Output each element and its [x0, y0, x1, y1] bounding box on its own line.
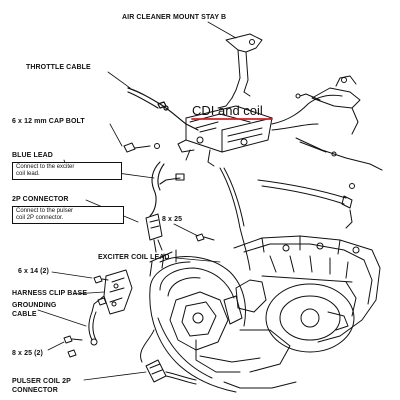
note-blue-lead-line-2: coil lead.: [16, 171, 40, 177]
note-blue-lead-line-1: Connect to the exciter: [16, 164, 75, 170]
label-bolt-8x25: 8 x 25: [162, 216, 183, 223]
label-blue-lead: BLUE LEAD: [12, 152, 53, 159]
label-pulser-coil-line-1: PULSER COIL 2P: [12, 378, 71, 385]
bolt-8x25-upper: [195, 233, 215, 242]
air-cleaner-mount-stay-bracket: [217, 33, 263, 109]
cap-bolt: [123, 142, 160, 153]
label-grounding-cable-line-2: CABLE: [12, 311, 37, 318]
bolt-6x14: [93, 275, 109, 306]
throttle-cable: [127, 87, 199, 131]
label-exciter-coil-lead: EXCITER COIL LEAD: [98, 254, 170, 261]
exciter-coil-lead: [219, 167, 251, 271]
label-bolt-6x14: 6 x 14 (2): [18, 268, 49, 275]
engine-block: [223, 235, 381, 373]
2p-connector: [145, 213, 163, 253]
governor-linkage: [257, 75, 383, 229]
pulser-coil-connector: [140, 329, 197, 385]
label-bolt-8x25-2: 8 x 25 (2): [12, 350, 43, 357]
blue-lead-wire: [149, 161, 185, 217]
label-air-cleaner-mount-stay-b: AIR CLEANER MOUNT STAY B: [122, 14, 227, 21]
label-throttle-cable: THROTTLE CABLE: [26, 64, 91, 71]
grounding-cable: [88, 311, 98, 346]
label-2p-connector: 2P CONNECTOR: [12, 196, 69, 203]
label-grounding-cable-line-1: GROUNDING: [12, 302, 57, 309]
note-blue-lead: Connect to the exciter coil lead.: [12, 162, 122, 180]
label-harness-clip-base: HARNESS CLIP BASE: [12, 290, 88, 297]
bolt-8x25-lower: [63, 335, 83, 358]
note-2p-connector: Connect to the pulser coil 2P connector.: [12, 206, 124, 224]
annotation-cdi-and-coil: CDI and coil: [192, 103, 263, 118]
label-pulser-coil-line-2: CONNECTOR: [12, 387, 58, 394]
note-2p-connector-line-1: Connect to the pulser: [16, 208, 74, 214]
label-cap-bolt: 6 x 12 mm CAP BOLT: [12, 118, 85, 125]
note-2p-connector-line-2: coil 2P connector.: [16, 215, 64, 221]
flywheel-housing: [149, 249, 297, 393]
